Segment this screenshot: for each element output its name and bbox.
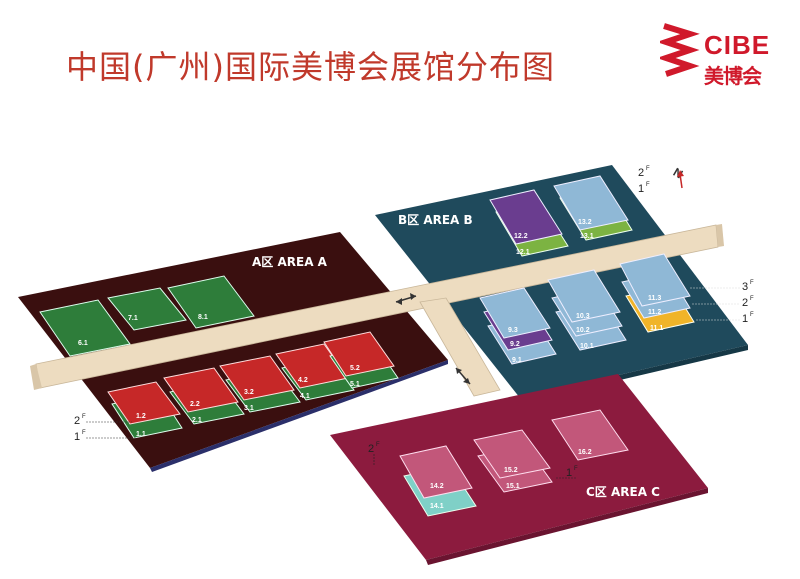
hall-number-label: 13.2 <box>578 219 592 226</box>
hall-15-2[interactable]: 15.2 <box>473 429 551 479</box>
walkway-arrow-icon <box>455 367 471 385</box>
hall-number-label: 12.2 <box>514 233 528 240</box>
hall-number-label: 12.1 <box>516 249 530 256</box>
cibe-zigzag-icon <box>656 23 700 77</box>
north-indicator: N <box>671 165 686 189</box>
hall-14-2[interactable]: 14.2 <box>399 445 473 499</box>
logo-text-cn: 美博会 <box>704 64 762 88</box>
page-title: 中国(广州)国际美博会展馆分布图 <box>66 48 555 86</box>
hall-9-3[interactable]: 9.3 <box>479 287 551 339</box>
hall-8-1[interactable]: 8.1 <box>167 275 255 329</box>
hall-number-label: 9.3 <box>508 327 518 334</box>
hall-12-2[interactable]: 12.2 <box>489 189 563 245</box>
hall-1-2[interactable]: 1.2 <box>107 381 181 425</box>
floor-marker-label: 1 <box>638 183 644 195</box>
hall-number-label: 11.3 <box>648 295 661 302</box>
hall-number-label: 10.3 <box>576 313 590 320</box>
hall-7-1[interactable]: 7.1 <box>107 287 187 331</box>
hall-13-2[interactable]: 13.2 <box>553 175 629 231</box>
floor-marker-label: 3 <box>742 281 748 293</box>
area-c-label: C区 AREA C <box>586 485 660 499</box>
area-c-floor-markers: 2 F 1 F <box>368 442 578 479</box>
hall-10-3[interactable]: 10.3 <box>547 269 621 323</box>
hall-number-label: 14.1 <box>430 503 444 510</box>
floor-marker-label: 2 <box>368 443 374 455</box>
hall-number-label: 15.2 <box>504 467 518 474</box>
hall-number-label: 16.2 <box>578 449 592 456</box>
hall-16-2[interactable]: 16.2 <box>551 409 629 461</box>
hall-number-label: 13.1 <box>580 233 594 240</box>
hall-number-label: 1.2 <box>136 413 146 420</box>
floor-marker-label: F <box>646 182 650 188</box>
hall-number-label: 9.1 <box>512 357 522 364</box>
hall-number-label: 5.2 <box>350 365 360 372</box>
north-arrow-icon <box>677 170 684 177</box>
floor-marker-label: F <box>750 296 754 302</box>
hall-number-label: 15.1 <box>506 483 520 490</box>
floor-marker-label: F <box>82 430 86 436</box>
logo-text-en: CIBE <box>704 30 771 60</box>
hall-number-label: 8.1 <box>198 314 208 321</box>
floor-marker-label: 1 <box>566 467 572 479</box>
hall-number-label: 11.1 <box>650 325 663 332</box>
hall-6-1[interactable]: 6.1 <box>39 299 131 357</box>
area-c-edge <box>426 488 708 565</box>
hall-11-3[interactable]: 11.3 <box>619 253 691 307</box>
hall-number-label: 5.1 <box>350 381 360 388</box>
hall-2-2[interactable]: 2.2 <box>163 367 239 413</box>
hall-number-label: 10.2 <box>576 327 590 334</box>
hall-number-label: 7.1 <box>128 315 138 322</box>
area-a-edge <box>150 360 448 472</box>
hall-3-2[interactable]: 3.2 <box>219 355 295 401</box>
north-label: N <box>671 165 686 181</box>
hall-number-label: 4.1 <box>300 393 310 400</box>
hall-number-label: 3.2 <box>244 389 254 396</box>
floor-marker-label: 1 <box>742 313 748 325</box>
hall-number-label: 3.1 <box>244 405 254 412</box>
hall-number-label: 4.2 <box>298 377 308 384</box>
hall-number-label: 1.1 <box>136 431 146 438</box>
hall-number-label: 2.1 <box>192 417 202 424</box>
corridors <box>30 224 724 397</box>
hall-number-label: 6.1 <box>78 340 88 347</box>
area-b-label: B区 AREA B <box>398 213 473 227</box>
area-b-north-floor-markers: 2 F 1 F <box>638 166 650 195</box>
floor-marker-label: 2 <box>638 167 644 179</box>
connector-corridor <box>419 297 501 397</box>
cibe-logo: CIBE 美博会 <box>656 20 780 90</box>
floor-marker-label: 1 <box>74 431 80 443</box>
area-a-label: A区 AREA A <box>252 255 328 269</box>
hall-number-label: 9.2 <box>510 341 520 348</box>
floor-marker-label: F <box>376 442 380 448</box>
hall-5-2[interactable]: 5.2 <box>323 331 395 377</box>
floor-marker-label: 2 <box>742 297 748 309</box>
corridor-end-east <box>716 224 724 247</box>
hall-number-label: 11.2 <box>648 309 661 316</box>
corridor-end <box>30 364 42 390</box>
hall-number-label: 2.2 <box>190 401 200 408</box>
walkway-arrow-icon <box>395 293 417 305</box>
floor-marker-label: 2 <box>74 415 80 427</box>
floor-marker-label: F <box>82 414 86 420</box>
area-a-floor-markers: 2 F 1 F <box>74 414 136 443</box>
hall-number-label: 14.2 <box>430 483 444 490</box>
floor-marker-label: F <box>646 166 650 172</box>
area-b-south-floor-markers: 3 F 2 F 1 F <box>690 280 754 325</box>
hall-number-label: 10.1 <box>580 343 594 350</box>
floor-marker-label: F <box>750 280 754 286</box>
floor-marker-label: F <box>750 312 754 318</box>
floor-marker-label: F <box>574 466 578 472</box>
